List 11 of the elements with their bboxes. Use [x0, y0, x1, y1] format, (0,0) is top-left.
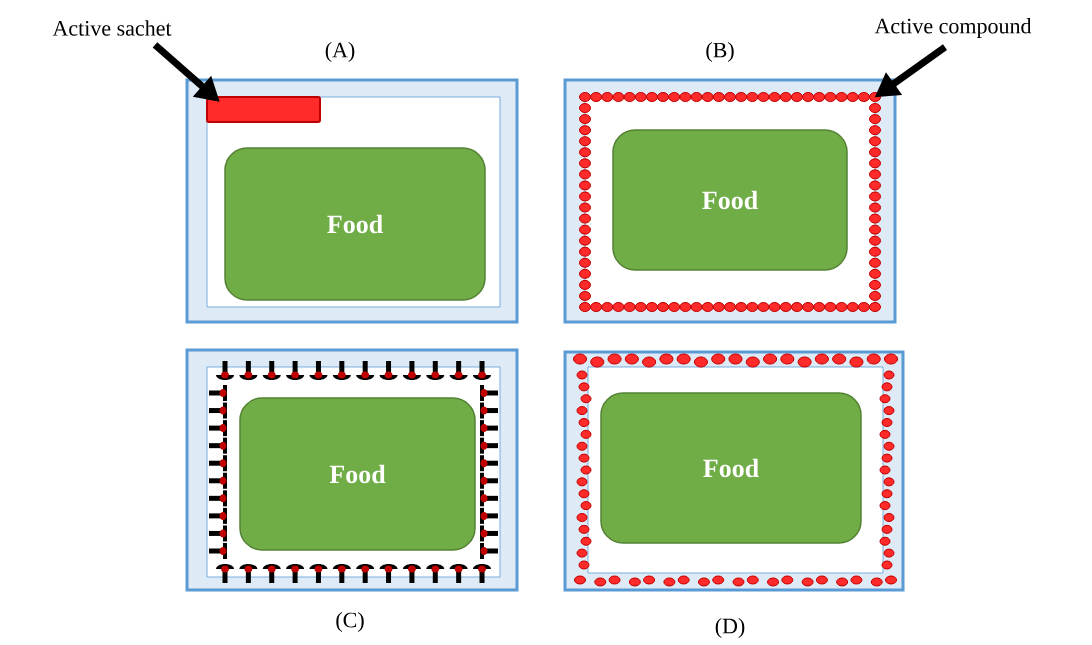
panel-label: (C) — [336, 612, 364, 632]
sachet-bar — [206, 96, 321, 123]
food-box: Food — [239, 397, 476, 551]
food-box: Food — [612, 129, 848, 271]
food-box: Food — [224, 147, 486, 301]
callout-text: Active sachet — [52, 20, 172, 36]
panel-label: (A) — [325, 42, 355, 62]
panel-label: (D) — [715, 618, 745, 638]
panel-label: (B) — [706, 42, 734, 62]
callout-text: Active compound — [874, 18, 1032, 38]
food-box: Food — [600, 392, 862, 544]
